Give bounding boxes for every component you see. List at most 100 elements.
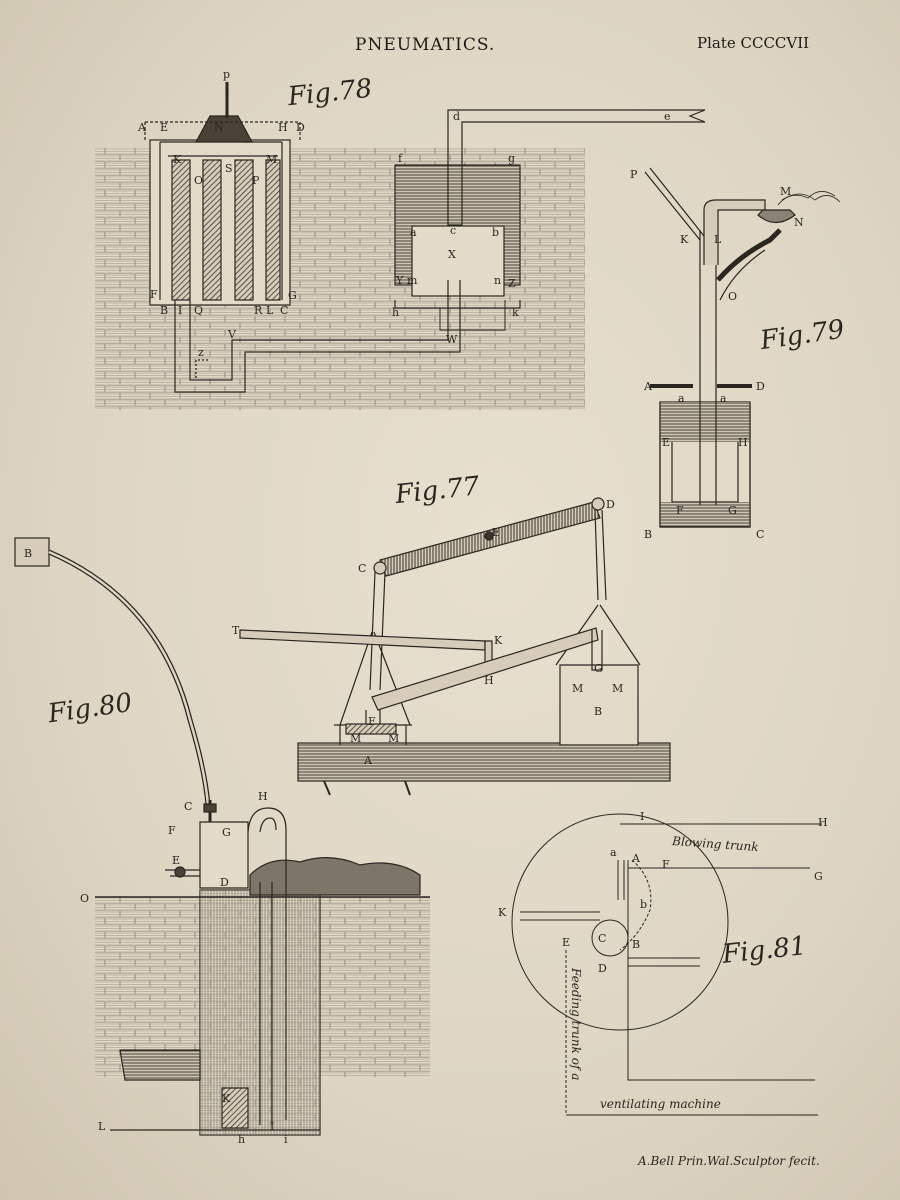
fig79-title: Fig.79	[757, 315, 846, 357]
fig81-labels: I H a A F G K b E C B D	[498, 810, 828, 975]
label: D	[220, 876, 229, 889]
plate-number: Plate CCCCVII	[697, 34, 809, 52]
label: K	[680, 233, 689, 246]
label: h	[392, 306, 399, 319]
fig81-ventilating-machine-label: ventilating machine	[600, 1097, 721, 1111]
engraver-signature: A.Bell Prin.Wal.Sculptor fecit.	[637, 1154, 820, 1168]
label: B	[644, 528, 652, 541]
label: M	[612, 682, 623, 695]
label: E	[662, 436, 670, 449]
label: P	[630, 168, 638, 181]
label: L	[266, 304, 274, 317]
label: A	[363, 754, 373, 767]
fig80-title: Fig.80	[45, 688, 134, 730]
label: F	[368, 715, 376, 728]
label: O	[728, 290, 737, 303]
label: K	[222, 1092, 231, 1105]
label: Q	[194, 304, 203, 317]
label: D	[756, 380, 765, 393]
label: z	[198, 346, 204, 359]
label: D	[598, 962, 607, 975]
label: M	[350, 732, 361, 745]
label: F	[662, 858, 670, 871]
label: H	[484, 674, 494, 687]
label: X	[448, 248, 456, 261]
label: E	[492, 526, 500, 539]
fig81-title: Fig.81	[720, 931, 808, 970]
label: g	[508, 152, 515, 165]
label: E	[172, 854, 180, 867]
label: a	[678, 392, 685, 405]
label: F	[676, 504, 684, 517]
label: R	[254, 304, 263, 317]
label: n	[494, 274, 501, 287]
label: B	[160, 304, 168, 317]
label: G	[728, 504, 737, 517]
label: I	[640, 810, 644, 823]
label: I	[178, 304, 182, 317]
figure-78	[95, 82, 706, 410]
label: F	[150, 288, 158, 301]
label: d	[453, 110, 460, 123]
label: N	[214, 121, 224, 134]
label: Y	[395, 274, 404, 287]
label: I	[270, 1120, 274, 1133]
label: m	[407, 274, 418, 287]
label: C	[184, 800, 192, 813]
figure-79	[644, 167, 841, 528]
label: a	[610, 846, 617, 859]
fig78-title: Fig.78	[286, 74, 374, 113]
label: V	[227, 328, 237, 341]
label: P	[252, 174, 260, 187]
label: T	[232, 624, 240, 637]
label: M	[266, 153, 277, 166]
label: L	[98, 1120, 106, 1133]
label: A	[643, 380, 653, 393]
label: W	[446, 333, 458, 346]
fig81-blowing-trunk-label: Blowing trunk	[671, 834, 759, 854]
label: K	[498, 906, 507, 919]
label: H	[738, 436, 748, 449]
fig77-labels: C D E T K H G B F A M M M M	[232, 498, 623, 767]
label: p	[223, 68, 230, 81]
label: B	[24, 547, 32, 560]
label: e	[664, 110, 671, 123]
label: c	[450, 224, 456, 237]
label: N	[794, 216, 804, 229]
fig78-labels: p A E N H D K O S P M F B I Q R L C G V …	[137, 68, 671, 359]
fig77-title: Fig.77	[393, 471, 481, 510]
label: k	[512, 306, 519, 319]
label: A	[137, 121, 147, 134]
label: K	[494, 634, 503, 647]
label: h	[238, 1133, 245, 1146]
label: C	[756, 528, 764, 541]
label: H	[278, 121, 288, 134]
label: G	[288, 289, 297, 302]
label: b	[640, 898, 647, 911]
label: B	[632, 938, 640, 951]
label: B	[594, 705, 602, 718]
fig81-feeding-trunk-label: Feeding trunk of a	[569, 967, 583, 1080]
label: f	[398, 152, 403, 165]
label: C	[598, 932, 606, 945]
figure-80	[14, 537, 430, 1136]
label: K	[173, 153, 182, 166]
fig79-labels: P M N K L O A D a a E H F G B C	[630, 168, 804, 541]
label: a	[410, 226, 417, 239]
plate-title: PNEUMATICS.	[355, 35, 495, 55]
label: M	[388, 732, 399, 745]
label: C	[280, 304, 288, 317]
label: E	[160, 121, 168, 134]
fig80-labels: B C H F G E D O K L I h i	[24, 547, 288, 1146]
label: F	[168, 824, 176, 837]
label: E	[562, 936, 570, 949]
label: C	[358, 562, 366, 575]
label: G	[222, 826, 231, 839]
label: Z	[508, 277, 516, 290]
figure-77	[239, 497, 671, 796]
label: M	[780, 185, 791, 198]
label: S	[225, 162, 233, 175]
label: a	[720, 392, 727, 405]
